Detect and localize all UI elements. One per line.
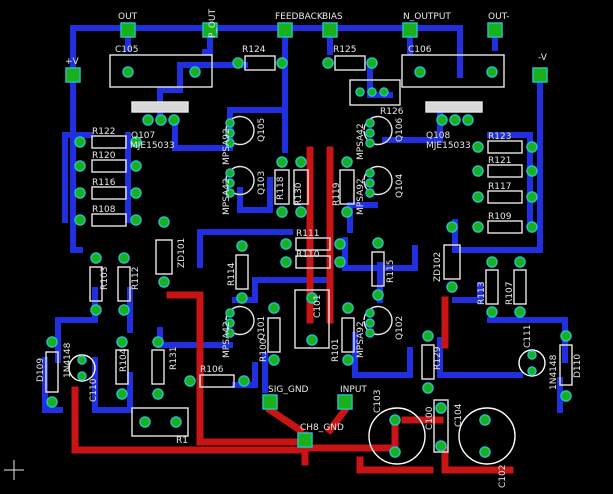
c106-outline [401, 54, 505, 88]
label-c100: C100 [425, 406, 435, 430]
label-r100: R100 [259, 338, 269, 362]
label-q103: Q103 [257, 171, 267, 195]
label-r122: R122 [92, 127, 115, 137]
label-r101: R101 [331, 339, 341, 362]
c103-outline [368, 407, 426, 465]
pad-bias[interactable] [322, 22, 338, 38]
silkscreen-outlines [45, 54, 573, 453]
label-q108: Q108 [426, 131, 451, 141]
label-sig-gnd: SIG_GND [268, 385, 309, 395]
label-d109: D109 [36, 358, 46, 382]
label-r111: R111 [296, 229, 319, 239]
label-r104: R104 [119, 348, 129, 372]
pad-plus-v[interactable] [65, 67, 81, 83]
c110-outline [68, 354, 96, 382]
label-r113: R113 [477, 282, 487, 305]
label-r1: R1 [176, 436, 188, 446]
label-r131: R131 [169, 347, 179, 370]
label-mje-right: MJE15033 [426, 141, 471, 151]
pad-feedback[interactable] [277, 22, 293, 38]
label-r108: R108 [92, 205, 116, 215]
connector-labels: OUT P_OUT FEEDBACK BIAS N_OUTPUT OUT- +V… [65, 8, 548, 433]
label-r126: R126 [380, 107, 404, 117]
label-c111: C111 [523, 325, 533, 348]
c105-outline [109, 54, 213, 88]
connector-pads[interactable] [65, 22, 548, 448]
label-q107: Q107 [131, 131, 155, 141]
label-c110: C110 [89, 378, 99, 402]
label-q101: Q101 [257, 316, 267, 340]
label-r109: R109 [488, 212, 512, 222]
label-p-out: P_OUT [208, 8, 218, 38]
label-mpsa42-c: MPSA42 [222, 321, 232, 358]
label-q105: Q105 [257, 118, 267, 142]
label-r123: R123 [488, 132, 511, 142]
label-mpsa42-b: MPSA42 [222, 178, 232, 215]
pad-p-out[interactable] [202, 22, 218, 38]
label-feedback: FEEDBACK [275, 12, 324, 22]
label-r130: R130 [294, 182, 304, 206]
label-c106: C106 [408, 45, 432, 55]
c102-outline [458, 407, 516, 465]
label-r107: R107 [505, 282, 515, 305]
origin-marker [4, 460, 24, 480]
component-labels: C105 C106 R124 R125 R126 Q107 MJE15033 Q… [36, 45, 583, 488]
label-r110: R110 [296, 250, 320, 260]
label-c104: C104 [454, 403, 464, 427]
label-r112: R112 [131, 267, 141, 290]
label-c101: C101 [313, 295, 323, 318]
pad-n-output[interactable] [402, 22, 418, 38]
label-c102: C102 [498, 465, 508, 488]
label-q106: Q106 [395, 117, 405, 142]
label-r121: R121 [488, 156, 511, 166]
label-1n4148-b: 1N4148 [549, 354, 559, 390]
label-r106: R106 [200, 365, 224, 375]
c111-outline [518, 349, 546, 377]
label-r119: R119 [332, 182, 342, 206]
pad-sig-gnd[interactable] [262, 394, 278, 410]
label-d110: D110 [573, 354, 583, 378]
label-c103: C103 [373, 390, 383, 413]
label-r118: R118 [276, 176, 286, 200]
label-r117: R117 [488, 182, 511, 192]
pads [46, 57, 572, 458]
label-mpsa92-c: MPSA92 [356, 321, 366, 358]
label-mpsa92-b: MPSA92 [356, 178, 366, 215]
label-c105: C105 [115, 45, 138, 55]
label-mpsa92-a: MPSA92 [222, 128, 232, 165]
label-zd102: ZD102 [433, 252, 443, 282]
label-minus-v: -V [538, 53, 548, 63]
label-out-minus: OUT- [488, 12, 510, 22]
label-input: INPUT [340, 385, 367, 395]
label-r116: R116 [92, 178, 116, 188]
label-bias: BIAS [322, 12, 343, 22]
label-ch8-gnd: CH8_GND [300, 423, 344, 433]
label-mje-left: MJE15033 [130, 141, 175, 151]
electrolytic-caps [68, 349, 546, 465]
label-r129: R129 [433, 346, 443, 370]
label-plus-v: +V [65, 57, 80, 67]
pad-minus-v[interactable] [532, 67, 548, 83]
label-out: OUT [118, 12, 138, 22]
label-1n4148-a: 1N4148 [63, 342, 73, 378]
label-r125: R125 [333, 45, 356, 55]
label-zd101: ZD101 [177, 238, 187, 268]
label-r120: R120 [92, 151, 116, 161]
pad-input[interactable] [337, 394, 353, 410]
label-r103: R103 [100, 267, 110, 290]
pad-ch8-gnd[interactable] [297, 432, 313, 448]
pad-out-minus[interactable] [487, 22, 503, 38]
label-q104: Q104 [395, 173, 405, 198]
label-q102: Q102 [395, 316, 405, 340]
label-r115: R115 [386, 260, 396, 283]
label-mpsa42-a: MPSA42 [356, 123, 366, 160]
label-n-output: N_OUTPUT [403, 12, 451, 22]
pad-out[interactable] [120, 22, 136, 38]
label-r114: R114 [227, 262, 237, 286]
label-r124: R124 [242, 45, 266, 55]
